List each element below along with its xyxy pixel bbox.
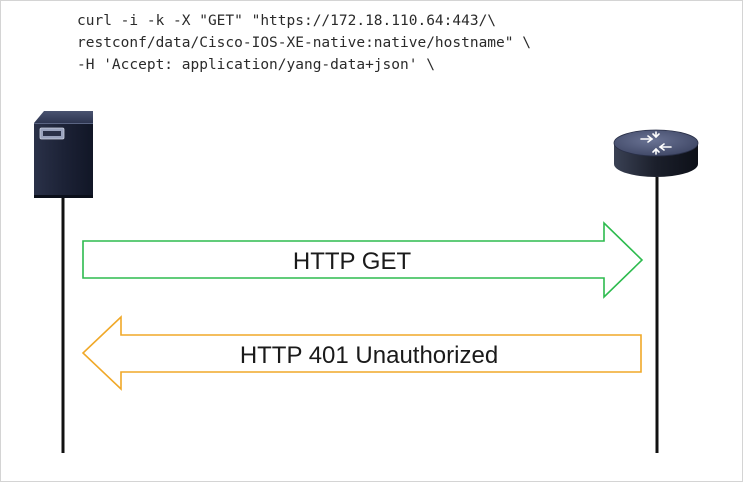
http-get-label: HTTP GET bbox=[293, 248, 412, 275]
http-401-label: HTTP 401 Unauthorized bbox=[240, 342, 498, 369]
router-icon bbox=[613, 129, 699, 177]
curl-command: curl -i -k -X "GET" "https://172.18.110.… bbox=[77, 10, 531, 76]
http-get-arrow bbox=[82, 221, 644, 299]
http-401-arrow bbox=[81, 315, 642, 391]
server-icon bbox=[34, 111, 93, 198]
curl-command-line: -H 'Accept: application/yang-data+json' … bbox=[77, 57, 435, 73]
http-get-message: HTTP GET bbox=[82, 221, 644, 299]
curl-command-line: curl -i -k -X "GET" "https://172.18.110.… bbox=[77, 13, 497, 29]
http-401-message: HTTP 401 Unauthorized bbox=[81, 315, 642, 391]
curl-command-line: restconf/data/Cisco-IOS-XE-native:native… bbox=[77, 35, 531, 51]
